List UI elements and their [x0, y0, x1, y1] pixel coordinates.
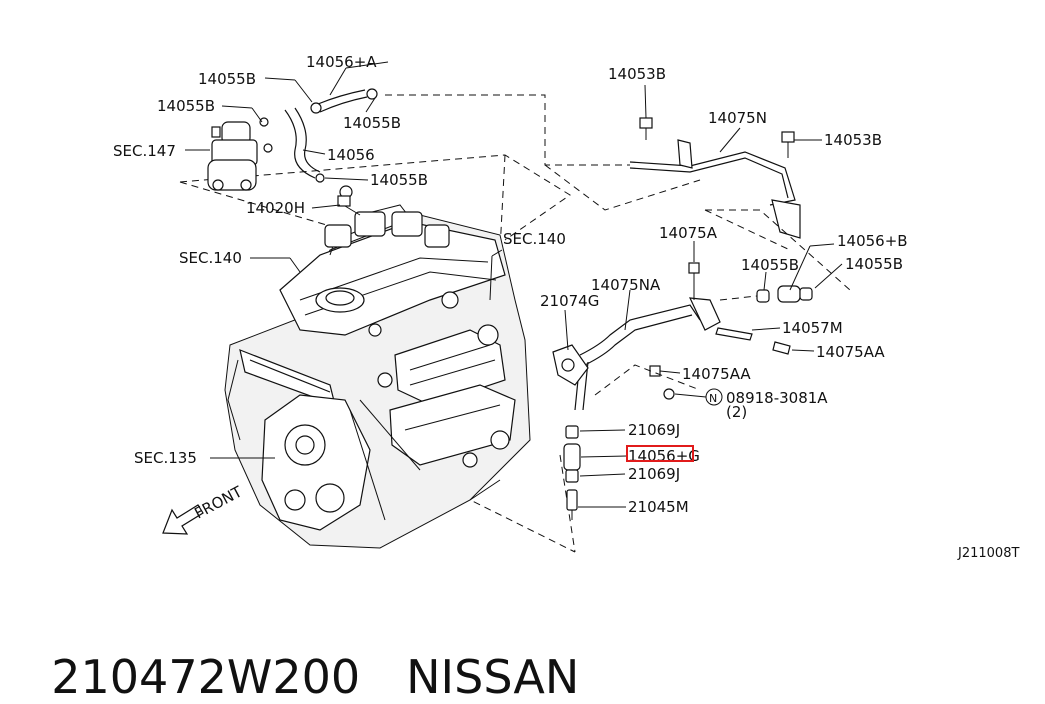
- label-14055b: 14055B: [370, 171, 428, 189]
- label-sec-147: SEC.147: [113, 142, 176, 160]
- sensor-stack-illustration: [563, 425, 581, 520]
- label-14075aa: 14075AA: [682, 365, 751, 383]
- label-21069j: 21069J: [628, 421, 680, 439]
- egr-pipe-14075n-illustration: [385, 94, 851, 291]
- label-08918-3081a: 08918-3081A: [726, 389, 828, 407]
- label-quantity: (2): [726, 403, 747, 421]
- label-14056b: 14056+B: [837, 232, 908, 250]
- part-number: 210472W200: [51, 650, 361, 704]
- parts-diagram: 14056+A 14055B 14055B 14055B SEC.147 140…: [113, 53, 1019, 561]
- n-symbol-circle-icon: [705, 388, 723, 406]
- label-21069j: 21069J: [628, 465, 680, 483]
- label-14055b: 14055B: [198, 70, 256, 88]
- label-14075aa: 14075AA: [816, 343, 885, 361]
- label-14055b: 14055B: [157, 97, 215, 115]
- label-sec-140: SEC.140: [179, 249, 242, 267]
- engine-block-illustration: [179, 154, 576, 553]
- label-sec-135: SEC.135: [134, 449, 197, 467]
- label-14075n: 14075N: [708, 109, 767, 127]
- label-14055b: 14055B: [845, 255, 903, 273]
- label-front: FRONT: [191, 482, 245, 522]
- label-14020h: 14020H: [246, 199, 305, 217]
- label-21045m: 21045M: [628, 498, 689, 516]
- label-14057m: 14057M: [782, 319, 843, 337]
- label-14056: 14056: [327, 146, 375, 164]
- leader-lines: [185, 61, 843, 508]
- drawing-code: J211008T: [957, 546, 1019, 561]
- label-14075a: 14075A: [659, 224, 718, 242]
- label-14056g-highlighted[interactable]: 14056+G: [628, 447, 700, 465]
- label-14055b: 14055B: [741, 256, 799, 274]
- label-14056a: 14056+A: [306, 53, 377, 71]
- label-14053b: 14053B: [608, 65, 666, 83]
- egr-pipe-14075na-illustration: [552, 262, 813, 411]
- egr-valve-illustration: [207, 88, 378, 216]
- front-arrow-icon: [162, 504, 204, 535]
- part-footer: 210472W200 NISSAN: [22, 596, 579, 704]
- label-21074g: 21074G: [540, 292, 599, 310]
- label-sec-140: SEC.140: [503, 230, 566, 248]
- label-14055b: 14055B: [343, 114, 401, 132]
- label-n-symbol: N: [709, 392, 717, 405]
- brand-name: NISSAN: [406, 650, 580, 704]
- label-14075na: 14075NA: [591, 276, 661, 294]
- label-14053b: 14053B: [824, 131, 882, 149]
- callout-labels: 14056+A 14055B 14055B 14055B SEC.147 140…: [113, 53, 1019, 561]
- highlight-box[interactable]: [626, 445, 694, 462]
